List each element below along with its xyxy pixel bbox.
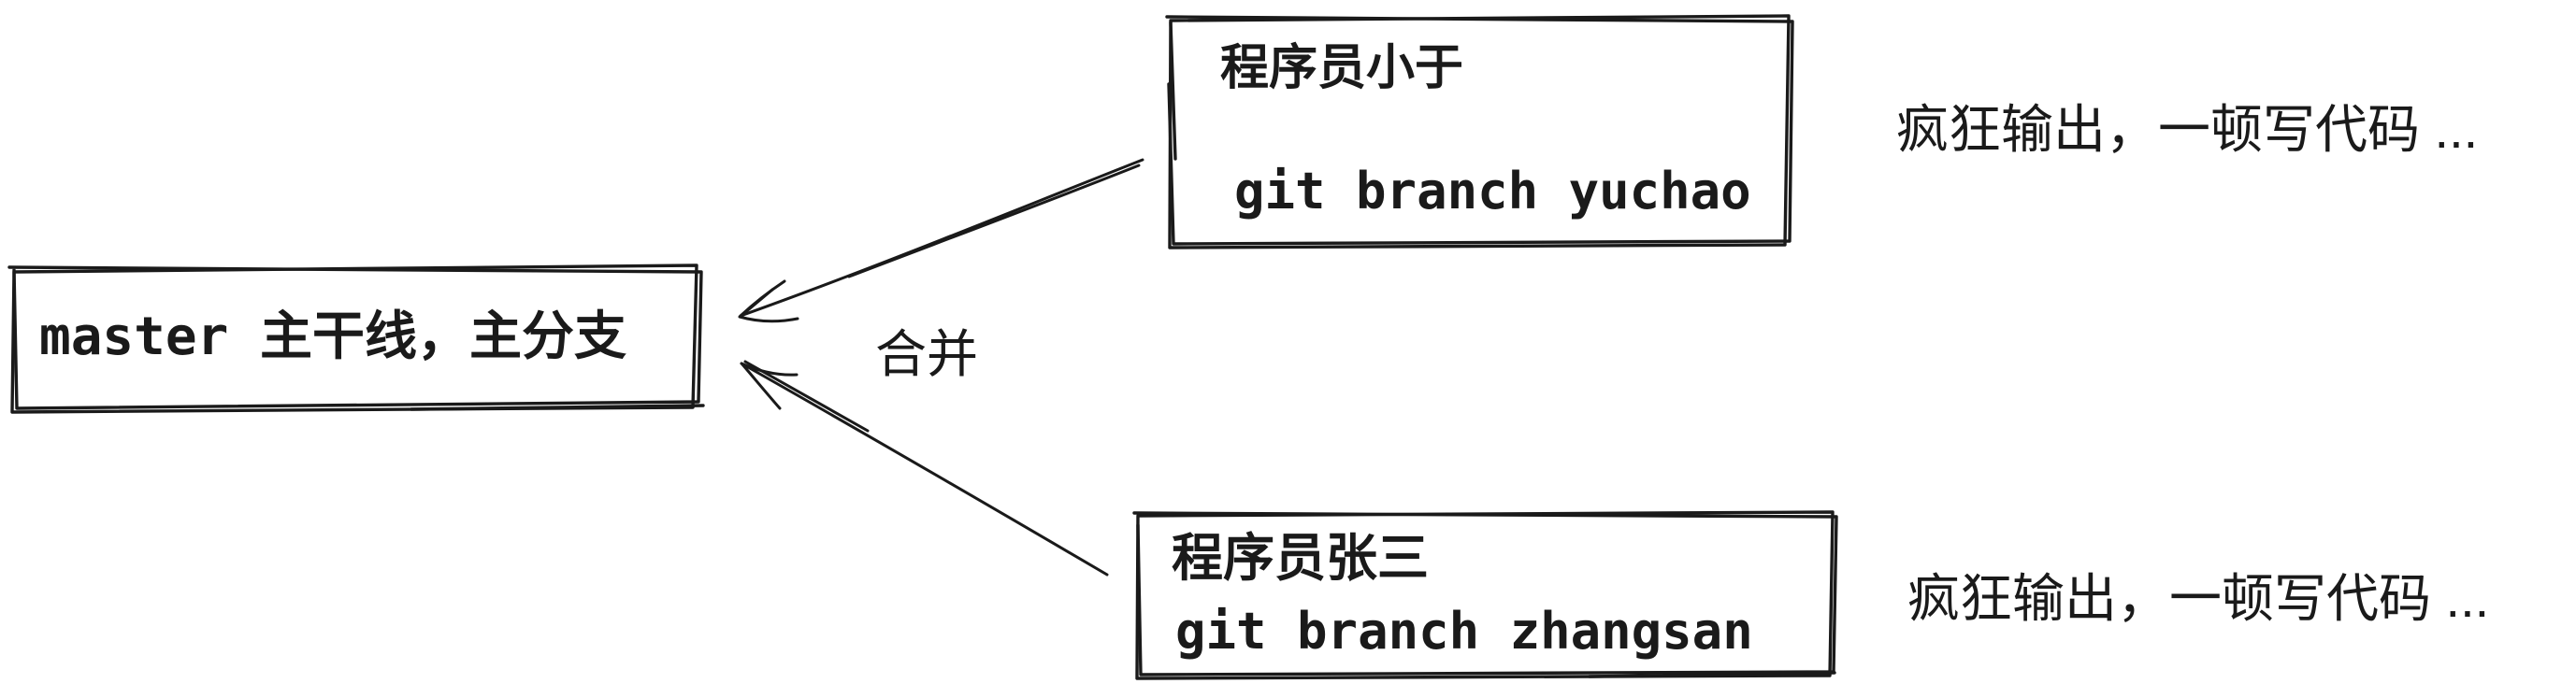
dev-top-name: 程序员小于	[1220, 41, 1464, 95]
merge-arrow-top	[738, 158, 1144, 323]
master-box-label: master 主干线，主分支	[39, 306, 627, 367]
dev-bottom-command: git branch zhangsan	[1175, 602, 1753, 661]
merge-label: 合并	[875, 325, 979, 383]
merge-arrow-bottom	[740, 360, 1109, 577]
dev-bottom-name: 程序员张三	[1172, 529, 1430, 587]
dev-box-top	[1165, 14, 1794, 249]
dev-top-command: git branch yuchao	[1234, 162, 1751, 221]
annotation-top: 疯狂输出，一顿写代码 ...	[1896, 100, 2479, 159]
dev-box-bottom	[1132, 510, 1838, 680]
master-box	[7, 264, 705, 414]
annotation-bottom: 疯狂输出，一顿写代码 ...	[1907, 569, 2490, 628]
